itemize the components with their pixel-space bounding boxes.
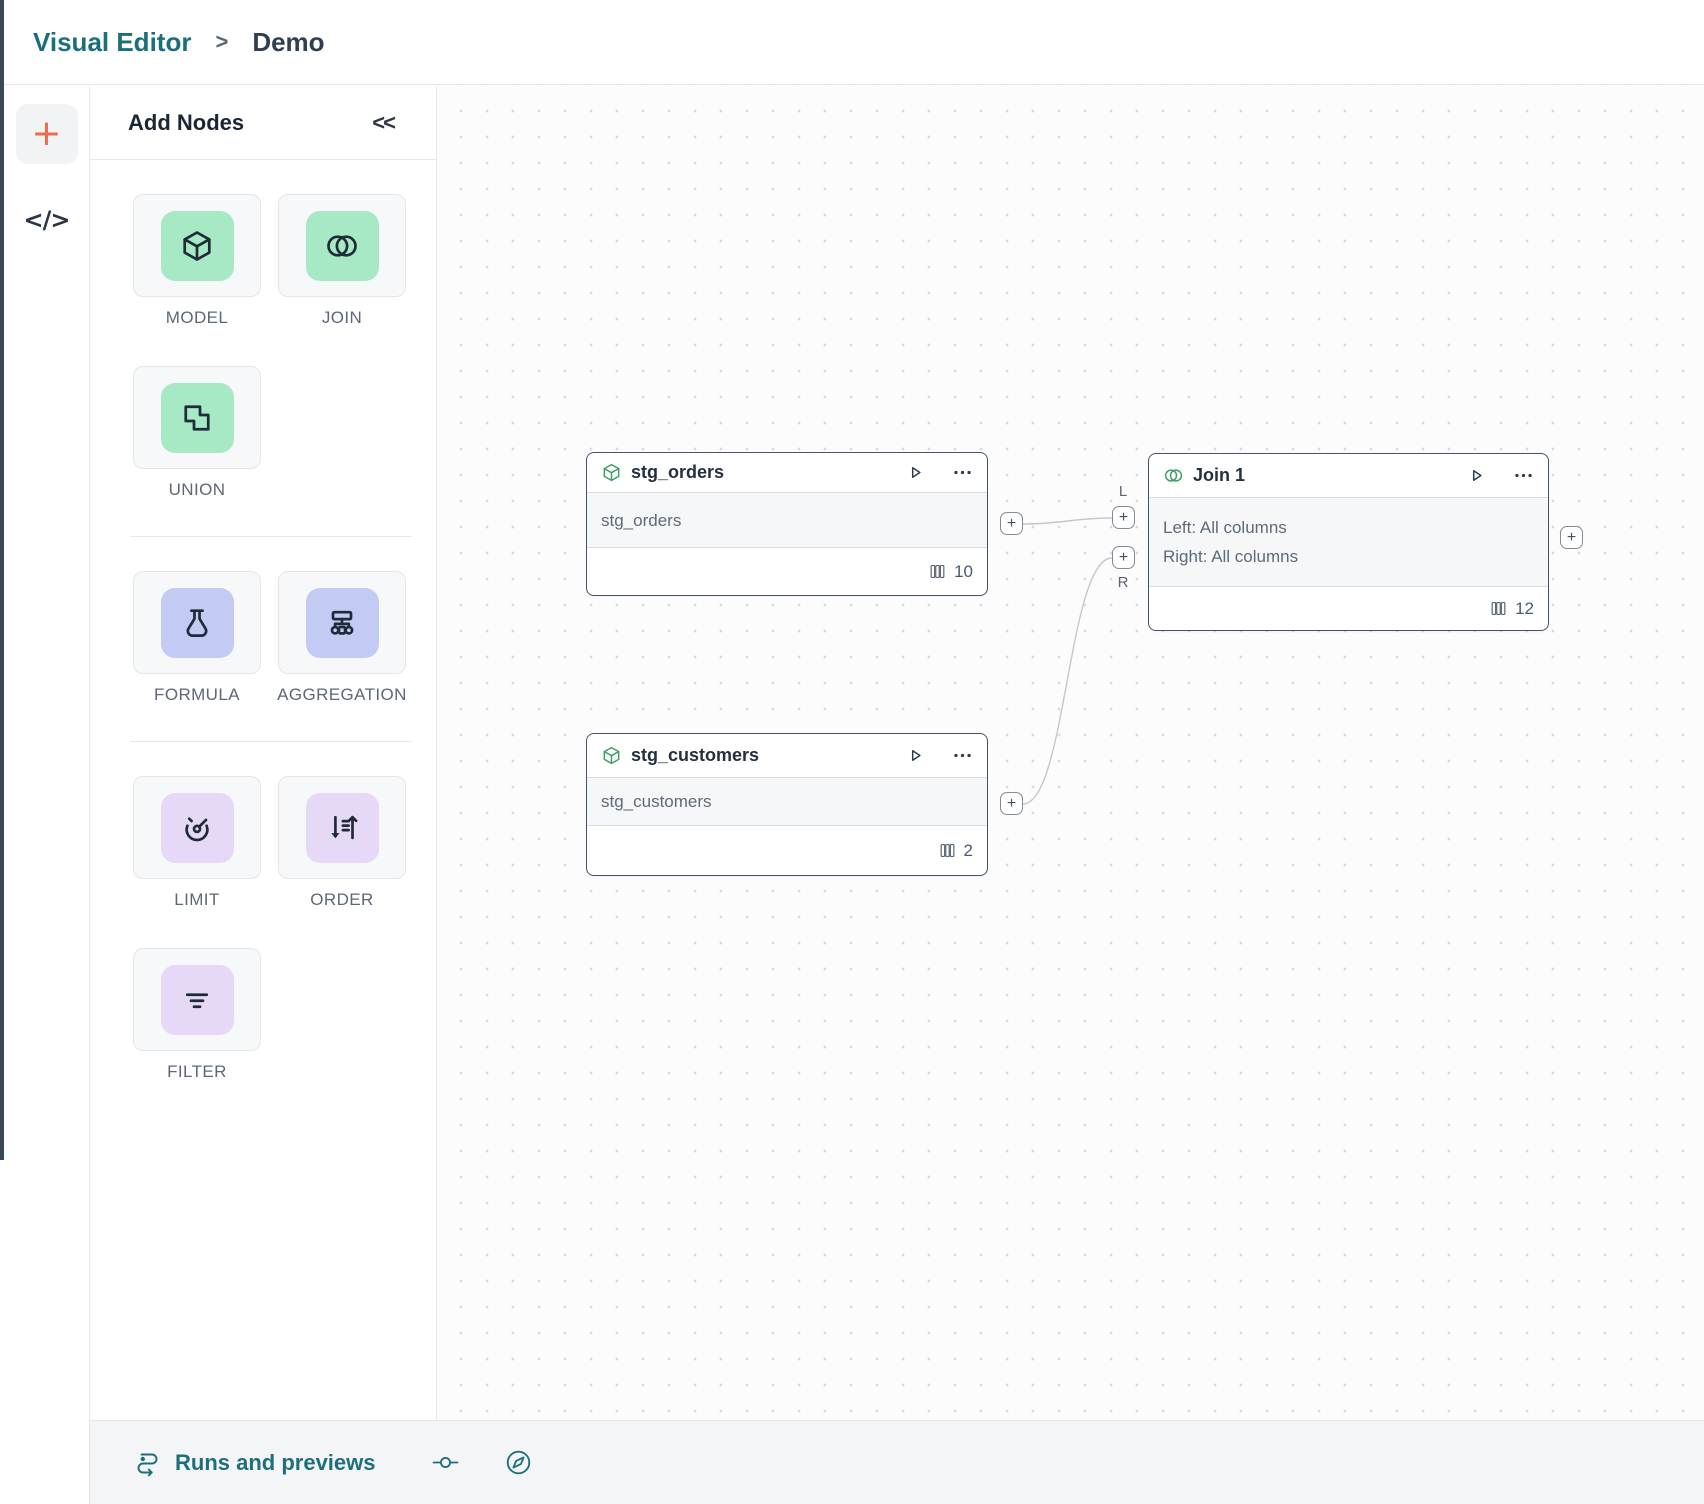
add-node-button[interactable]: + xyxy=(15,104,78,164)
filter-icon xyxy=(160,964,234,1035)
node-title: Join 1 xyxy=(1193,465,1246,485)
join-left-port-label: L xyxy=(1118,483,1128,500)
node-title: stg_customers xyxy=(631,745,760,765)
node-menu-button[interactable] xyxy=(952,745,973,766)
aggregation-icon xyxy=(305,587,379,658)
edges xyxy=(1022,517,1113,805)
ellipsis-icon xyxy=(954,753,971,758)
palette-item-label: FORMULA xyxy=(154,685,240,704)
palette-item-filter[interactable]: FILTER xyxy=(133,948,261,1082)
node-title: stg_orders xyxy=(631,462,725,482)
column-count: 10 xyxy=(954,561,973,581)
gauge-icon xyxy=(160,792,234,863)
join-icon xyxy=(1164,469,1183,482)
palette-item-label: AGGREGATION xyxy=(277,685,407,704)
palette-item-join[interactable]: JOIN xyxy=(278,194,406,328)
join-right-columns: Right: All columns xyxy=(1163,547,1299,566)
columns-icon xyxy=(1491,601,1506,616)
palette-item-label: MODEL xyxy=(165,308,229,327)
node-source-name: stg_customers xyxy=(601,792,712,811)
stg-orders-output-port[interactable]: + xyxy=(1000,512,1023,535)
join-left-input-port[interactable]: + xyxy=(1112,506,1135,529)
palette-item-limit[interactable]: LIMIT xyxy=(133,776,261,910)
palette-group-transform: FORMULA AGGREGATION xyxy=(90,537,436,741)
runs-and-previews-label: Runs and previews xyxy=(175,1449,376,1475)
node-stg-orders[interactable]: stg_orders stg_orders 10 xyxy=(586,452,988,596)
edge-stg-customers-to-join-right xyxy=(1022,557,1113,805)
cube-icon xyxy=(603,746,620,765)
sort-icon xyxy=(305,792,379,863)
palette-item-label: JOIN xyxy=(321,308,363,327)
left-edge-bar xyxy=(0,0,4,1160)
column-count: 2 xyxy=(963,840,973,860)
commit-button[interactable] xyxy=(431,1448,460,1477)
bottom-status-bar: Runs and previews xyxy=(90,1420,1704,1504)
play-icon xyxy=(1472,470,1482,481)
column-count: 12 xyxy=(1515,598,1534,618)
flask-icon xyxy=(160,587,234,658)
breadcrumb-current-page: Demo xyxy=(252,26,325,57)
palette-group-inputs: MODEL JOIN UNION xyxy=(90,160,436,536)
cube-icon xyxy=(603,463,620,482)
ellipsis-icon xyxy=(954,470,971,475)
palette-item-order[interactable]: ORDER xyxy=(278,776,406,910)
palette-item-label: ORDER xyxy=(310,890,374,909)
join-output-port[interactable]: + xyxy=(1560,526,1583,549)
palette-item-label: LIMIT xyxy=(174,890,220,909)
columns-icon xyxy=(930,564,945,579)
left-rail: + </> xyxy=(4,86,90,1504)
commit-icon xyxy=(432,1457,458,1468)
add-nodes-panel: Add Nodes << MODEL JOIN UNION xyxy=(90,86,437,1420)
breadcrumb-separator: > xyxy=(215,29,229,54)
palette-item-model[interactable]: MODEL xyxy=(133,194,261,328)
stg-customers-output-port[interactable]: + xyxy=(1000,792,1023,815)
run-node-button[interactable] xyxy=(905,462,926,483)
breadcrumb: Visual Editor > Demo xyxy=(4,0,1704,85)
play-icon xyxy=(911,750,921,761)
collapse-panel-button[interactable]: << xyxy=(372,109,396,135)
panel-title: Add Nodes xyxy=(128,109,245,135)
join-right-port-label: R xyxy=(1117,574,1129,591)
navigate-button[interactable] xyxy=(504,1448,533,1477)
node-join-1[interactable]: Join 1 Left: All columns Right: All colu… xyxy=(1148,453,1549,631)
palette-item-label: UNION xyxy=(168,480,226,499)
palette-item-aggregation[interactable]: AGGREGATION xyxy=(277,571,407,705)
run-node-button[interactable] xyxy=(905,745,926,766)
palette-divider xyxy=(130,741,412,742)
node-menu-button[interactable] xyxy=(952,462,973,483)
runs-and-previews-button[interactable]: Runs and previews xyxy=(134,1449,376,1477)
join-left-columns: Left: All columns xyxy=(1163,518,1287,537)
join-icon xyxy=(305,210,379,281)
run-node-button[interactable] xyxy=(1466,465,1487,486)
edge-stg-orders-to-join-left xyxy=(1022,517,1113,525)
node-stg-customers[interactable]: stg_customers stg_customers 2 xyxy=(586,733,988,876)
palette-item-label: FILTER xyxy=(167,1062,227,1081)
columns-icon xyxy=(940,843,954,858)
ellipsis-icon xyxy=(1515,473,1532,478)
node-menu-button[interactable] xyxy=(1513,465,1534,486)
play-icon xyxy=(911,467,921,478)
palette-item-union[interactable]: UNION xyxy=(133,366,261,500)
code-view-button[interactable]: </> xyxy=(16,200,78,240)
join-right-input-port[interactable]: + xyxy=(1112,546,1135,569)
breadcrumb-visual-editor[interactable]: Visual Editor xyxy=(33,26,192,57)
runs-flow-icon xyxy=(137,1453,158,1476)
union-icon xyxy=(160,382,234,453)
palette-group-shape: LIMIT ORDER FILTER xyxy=(90,742,436,1118)
compass-icon xyxy=(506,1450,530,1475)
cube-icon xyxy=(160,210,234,281)
node-source-name: stg_orders xyxy=(601,510,682,530)
flow-canvas[interactable]: stg_orders stg_orders 10 + stg_custome xyxy=(438,86,1704,1420)
palette-item-formula[interactable]: FORMULA xyxy=(133,571,261,705)
palette-divider xyxy=(130,536,412,537)
